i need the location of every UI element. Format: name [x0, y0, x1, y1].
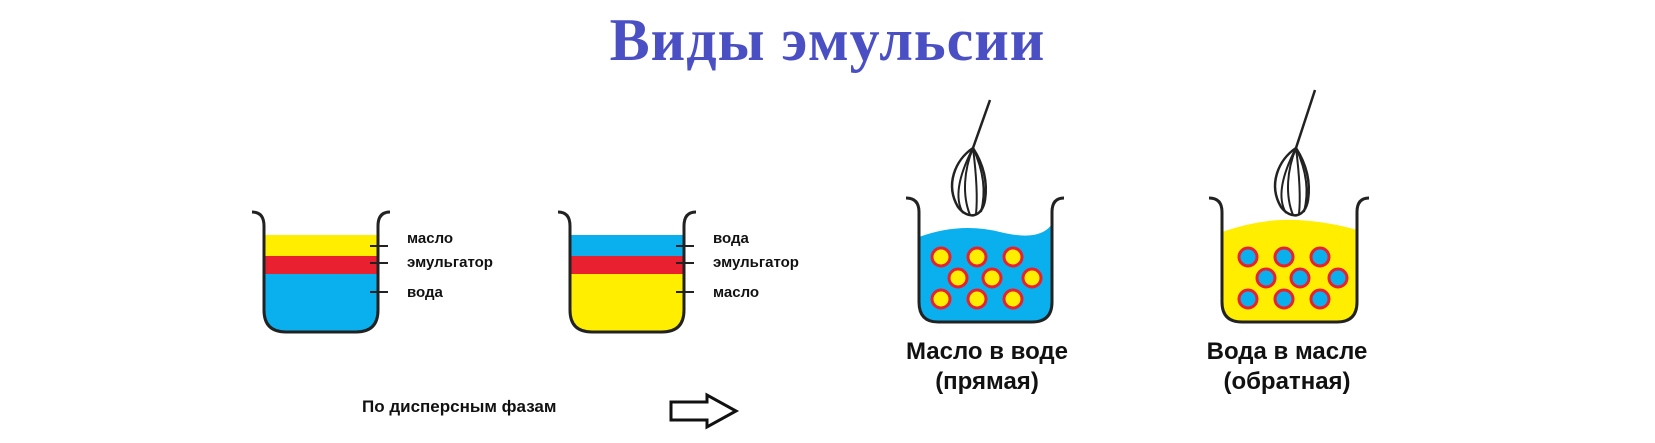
- layer-oil: [570, 274, 684, 332]
- beaker-emulsion-oil-in-water: Масло в воде (прямая): [905, 99, 1068, 395]
- whisk-icon: [1273, 89, 1317, 217]
- water-droplet: [1327, 267, 1349, 289]
- layer-emulsifier: [570, 256, 684, 274]
- beaker-outline: [905, 196, 1065, 324]
- whisk-icon: [950, 99, 992, 217]
- layer-label: масло: [713, 284, 759, 301]
- arrow-right-icon: [669, 392, 740, 430]
- footer-note: По дисперсным фазам: [362, 397, 556, 416]
- beaker-layered-water-on-oil: вода эмульгатор масло: [557, 210, 799, 334]
- oil-droplet: [1002, 246, 1024, 268]
- caption-title: Вода в масле: [1207, 338, 1368, 365]
- layer-label: вода: [713, 230, 750, 247]
- oil-droplet: [930, 288, 952, 310]
- water-droplet: [1309, 288, 1331, 310]
- beaker-outline: [557, 210, 697, 334]
- water-droplet: [1237, 288, 1259, 310]
- caption-subtitle: (прямая): [935, 368, 1039, 395]
- layer-label: эмульгатор: [407, 254, 493, 271]
- droplets: [1237, 246, 1349, 310]
- water-droplet: [1309, 246, 1331, 268]
- layer-water: [264, 274, 378, 332]
- water-droplet: [1255, 267, 1277, 289]
- beaker-layered-oil-on-water: масло эмульгатор вода: [251, 210, 493, 334]
- layer-label: масло: [407, 230, 453, 247]
- page-title: Виды эмульсии: [609, 7, 1046, 73]
- oil-droplet: [966, 246, 988, 268]
- water-droplet: [1289, 267, 1311, 289]
- oil-droplet: [966, 288, 988, 310]
- water-droplet: [1273, 246, 1295, 268]
- beaker-emulsion-water-in-oil: Вода в масле (обратная): [1207, 89, 1370, 395]
- droplets: [930, 246, 1043, 310]
- beaker-outline: [251, 210, 391, 334]
- oil-droplet: [981, 267, 1003, 289]
- caption-subtitle: (обратная): [1223, 368, 1350, 395]
- layer-emulsifier: [264, 256, 378, 274]
- water-droplet: [1237, 246, 1259, 268]
- oil-droplet: [1002, 288, 1024, 310]
- layer-oil: [264, 235, 378, 256]
- layer-label: вода: [407, 284, 444, 301]
- oil-droplet: [930, 246, 952, 268]
- oil-droplet: [1021, 267, 1043, 289]
- layer-label: эмульгатор: [713, 254, 799, 271]
- layer-water: [570, 235, 684, 256]
- beaker-outline: [1208, 196, 1370, 324]
- water-droplet: [1273, 288, 1295, 310]
- caption-title: Масло в воде: [906, 338, 1068, 365]
- oil-droplet: [947, 267, 969, 289]
